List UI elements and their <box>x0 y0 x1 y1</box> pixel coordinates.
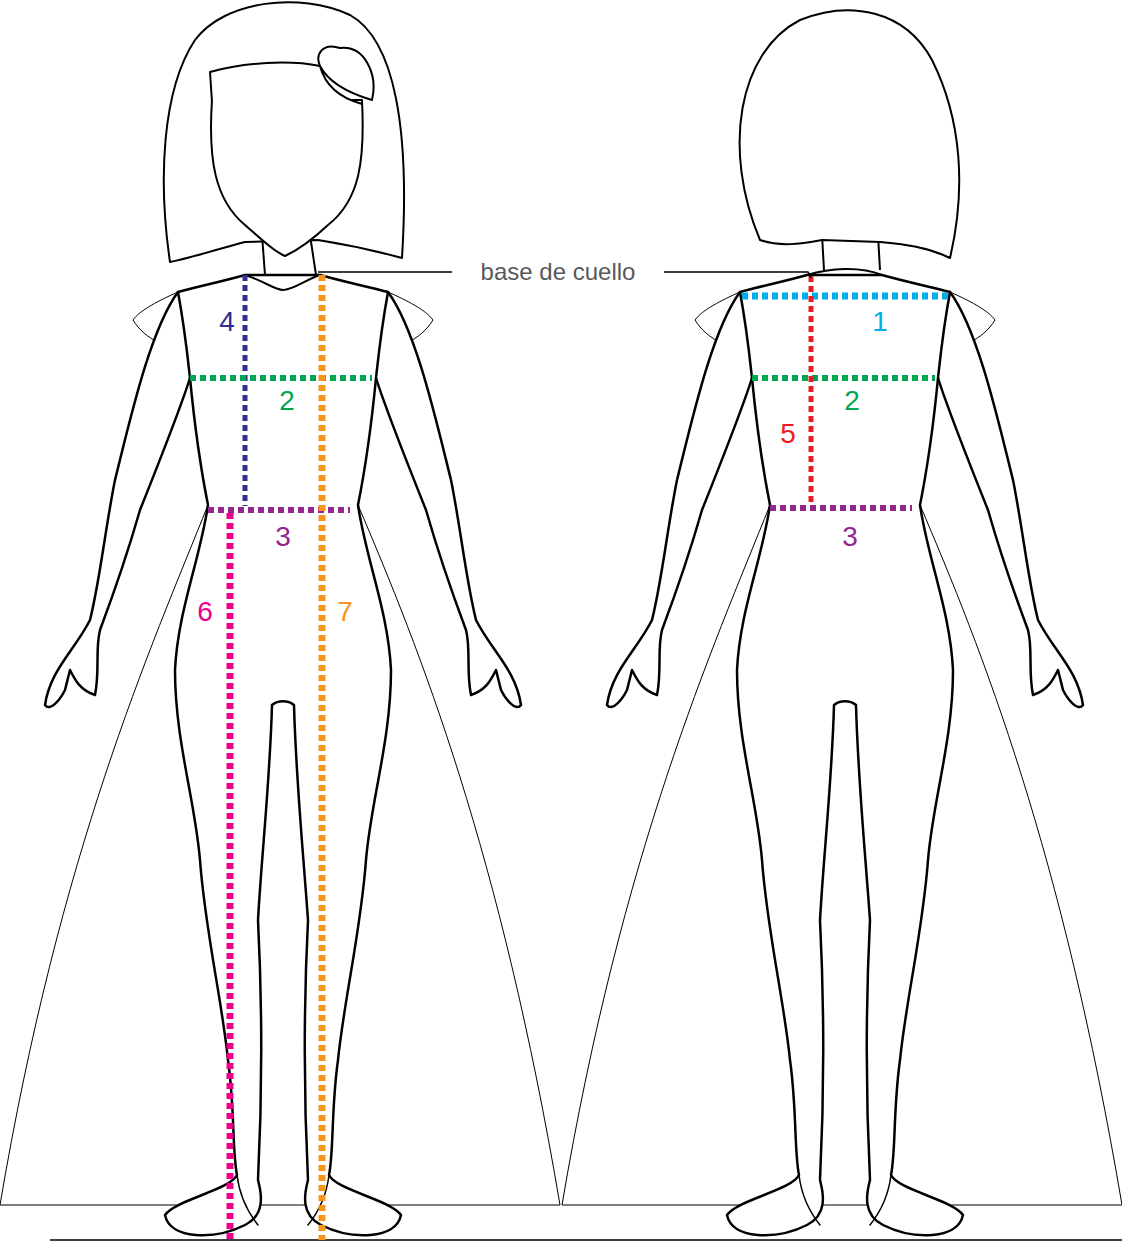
back-head <box>740 10 960 275</box>
back-body <box>562 275 1122 1235</box>
callout-number: 3 <box>272 522 294 552</box>
callout-number: 2 <box>276 386 298 416</box>
callout-number: 1 <box>869 307 891 337</box>
callout-number: 3 <box>839 522 861 552</box>
callout-number: 6 <box>194 597 216 627</box>
measurement-lines <box>190 275 948 1240</box>
front-body <box>0 275 560 1235</box>
front-head <box>164 2 404 290</box>
callout-number: 5 <box>777 419 799 449</box>
callout-number: 7 <box>334 597 356 627</box>
callout-number: 2 <box>841 386 863 416</box>
leader-label: base de cuello <box>478 259 639 285</box>
ground-line <box>50 1239 1122 1241</box>
callout-number: 4 <box>216 307 238 337</box>
